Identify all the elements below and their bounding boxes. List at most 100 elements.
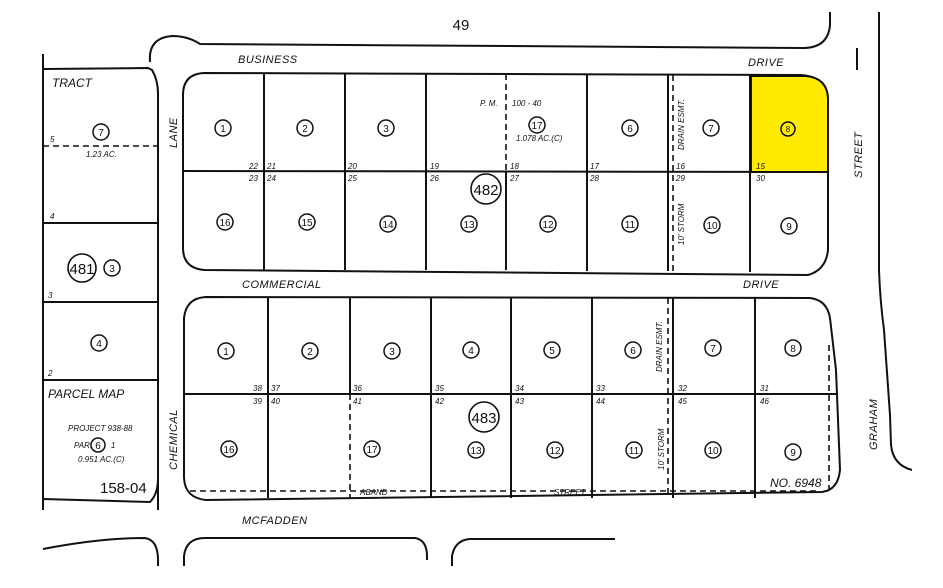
index-number: 43 <box>515 397 524 406</box>
lot-number[interactable]: 4 <box>468 346 474 357</box>
lot-number[interactable]: 7 <box>710 344 716 355</box>
street-bottom-label: STREET <box>554 488 587 497</box>
lot-number[interactable]: 2 <box>307 347 313 358</box>
index-number: 30 <box>756 174 765 183</box>
block-482-index-bottom: 23 24 25 26 27 28 29 30 <box>248 174 765 183</box>
block-483-index-top: 38 37 36 35 34 33 32 31 <box>253 384 769 393</box>
storm-label: 10' STORM <box>677 203 686 245</box>
lot-number[interactable]: 17 <box>531 121 543 132</box>
lot-number[interactable]: 3 <box>383 124 389 135</box>
tract-boundary <box>42 54 159 510</box>
parcel-map-bottom <box>42 477 159 504</box>
lot-number[interactable]: 1 <box>223 347 229 358</box>
index-number: 19 <box>430 162 439 171</box>
road-edge-south-3 <box>451 538 615 566</box>
tract-idx: 2 <box>47 369 53 378</box>
street-mcfadden: MCFADDEN <box>242 515 308 527</box>
index-number: 38 <box>253 384 262 393</box>
map-reference: 158-04 <box>100 480 147 497</box>
lot-number[interactable]: 10 <box>707 446 719 457</box>
page-number: 49 <box>453 17 470 34</box>
lot-number[interactable]: 2 <box>302 124 308 135</box>
block-483-top-lots: 1 2 3 4 5 6 7 8 <box>217 339 802 360</box>
block-483: 483 <box>471 410 496 427</box>
storm-label: 10' STORM <box>657 428 666 470</box>
lot-number[interactable]: 17 <box>366 445 378 456</box>
index-number: 32 <box>678 384 687 393</box>
index-number: 28 <box>589 174 599 183</box>
lot-number[interactable]: 8 <box>790 344 796 355</box>
index-number: 17 <box>590 162 599 171</box>
road-edge-south-1 <box>42 536 159 566</box>
tract-label: TRACT <box>52 76 94 90</box>
index-number: 37 <box>271 384 280 393</box>
lot-number[interactable]: 15 <box>301 218 313 229</box>
block-483-boundary <box>183 295 842 502</box>
highlighted-parcel[interactable] <box>750 75 829 173</box>
lot-number[interactable]: 16 <box>219 218 231 229</box>
lot-number[interactable]: 9 <box>786 222 792 233</box>
pm-ref-a: P. M. <box>480 99 498 108</box>
lot-number[interactable]: 11 <box>625 220 636 231</box>
tract-idx: 4 <box>50 212 55 221</box>
block-482: 482 <box>473 182 498 199</box>
index-number: 40 <box>271 397 280 406</box>
index-number: 29 <box>675 174 685 183</box>
index-number: 46 <box>760 397 769 406</box>
index-number: 36 <box>353 384 362 393</box>
index-number: 22 <box>248 162 258 171</box>
lot-number[interactable]: 9 <box>790 448 796 459</box>
lot-number[interactable]: 16 <box>223 445 235 456</box>
index-number: 27 <box>509 174 519 183</box>
lot-number[interactable]: 6 <box>630 346 636 357</box>
index-number: 31 <box>760 384 769 393</box>
street-chemical: CHEMICAL <box>168 409 180 470</box>
tract-number: NO. 6948 <box>770 476 822 490</box>
lot-number[interactable]: 3 <box>389 347 395 358</box>
index-number: 44 <box>596 397 605 406</box>
index-number: 35 <box>435 384 444 393</box>
lot-number[interactable]: 12 <box>542 220 554 231</box>
road-edge-north <box>148 12 831 63</box>
street-commercial: COMMERCIAL <box>242 279 322 291</box>
lot-number[interactable]: 5 <box>549 346 555 357</box>
tract-idx: 5 <box>50 135 55 144</box>
aband-label: ABAND <box>359 488 388 497</box>
parcel-map-label: PARCEL MAP <box>48 387 124 401</box>
tract-idx: 3 <box>48 291 53 300</box>
par-suffix: 1 <box>111 441 115 450</box>
street-east: STREET <box>853 131 865 178</box>
par-prefix: PAR. <box>74 441 92 450</box>
lot17-area: 1.078 AC.(C) <box>516 134 563 143</box>
drain-easement-label: DRAIN ESMT. <box>677 99 686 150</box>
lot-number[interactable]: 10 <box>706 221 718 232</box>
block-482-top-lots: 1 2 3 17 6 7 8 <box>214 116 796 137</box>
road-edge-east <box>878 12 913 471</box>
tract-lot-7: 7 <box>98 128 104 139</box>
index-number: 16 <box>676 162 685 171</box>
lot-circle <box>92 123 110 141</box>
lot-number[interactable]: 1 <box>220 124 226 135</box>
index-number: 18 <box>510 162 519 171</box>
lot-number[interactable]: 11 <box>629 446 640 457</box>
block-483-index-bottom: 39 40 41 42 43 44 45 46 <box>253 397 769 406</box>
lot-number[interactable]: 13 <box>470 446 482 457</box>
index-number: 23 <box>248 174 258 183</box>
index-number: 33 <box>596 384 605 393</box>
lot-number[interactable]: 7 <box>708 124 714 135</box>
street-commercial-drive: DRIVE <box>743 279 779 291</box>
block-circle <box>468 401 500 433</box>
block-481: 481 <box>69 261 94 278</box>
tract-lot-4: 4 <box>96 339 102 350</box>
road-edge-south-2 <box>183 537 429 566</box>
tract-area: 1.23 AC. <box>86 150 117 159</box>
lot-number[interactable]: 14 <box>382 220 394 231</box>
street-graham: GRAHAM <box>868 398 880 450</box>
project-label: PROJECT 938-88 <box>68 424 133 433</box>
lot-number-highlighted[interactable]: 8 <box>786 125 791 134</box>
index-number: 45 <box>678 397 687 406</box>
lot-number[interactable]: 6 <box>627 124 633 135</box>
lot-number[interactable]: 13 <box>463 220 475 231</box>
lot-number[interactable]: 12 <box>549 446 561 457</box>
block-482-boundary <box>182 71 829 277</box>
